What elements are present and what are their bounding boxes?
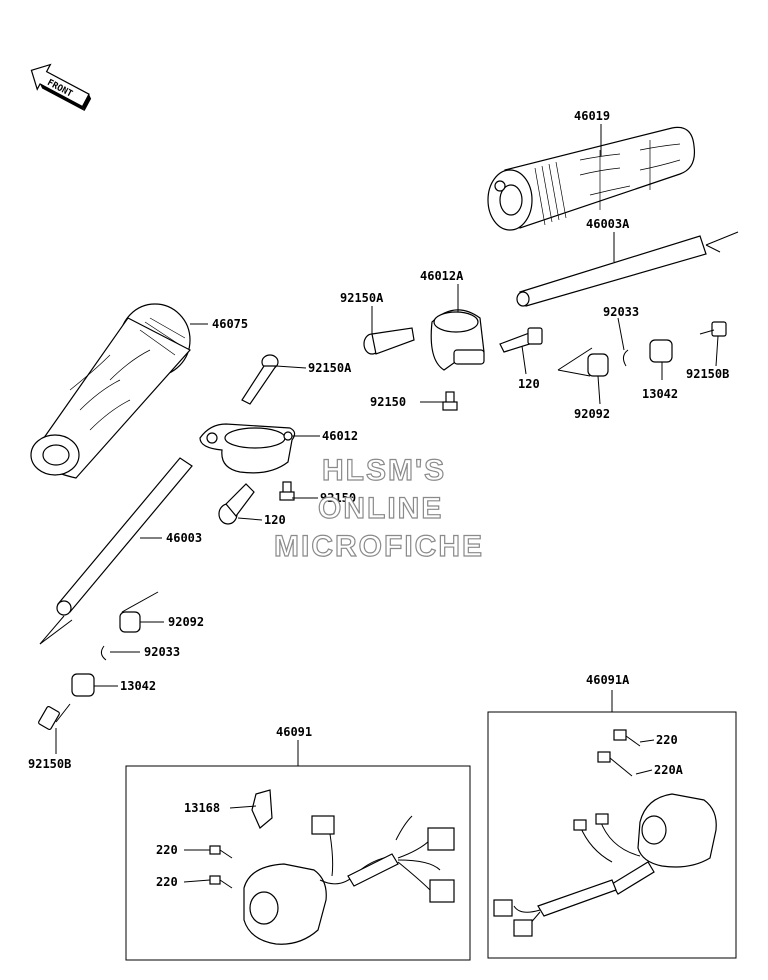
bar-46003 (39, 457, 193, 645)
bolt-120-left (218, 483, 255, 525)
front-arrow-icon: FRONT (30, 63, 92, 112)
label-92150A-top: 92150A (340, 291, 384, 305)
label-92150B-low: 92150B (28, 757, 71, 771)
screw-92150-left (279, 481, 295, 501)
label-46012A: 46012A (420, 269, 464, 283)
clamp-46012 (199, 423, 296, 474)
label-92033-low: 92033 (144, 645, 180, 659)
label-46012: 46012 (322, 429, 358, 443)
grip-46075 (30, 303, 191, 479)
watermark-line-1: HLSM'S (322, 454, 446, 487)
label-120-left: 120 (264, 513, 286, 527)
label-92150B-top: 92150B (686, 367, 729, 381)
label-46019: 46019 (574, 109, 610, 123)
label-46091: 46091 (276, 725, 312, 739)
label-13042-top: 13042 (642, 387, 678, 401)
watermark-line-3: MICROFICHE (274, 530, 484, 563)
label-46003: 46003 (166, 531, 202, 545)
bar-46003A (516, 231, 739, 307)
screw-92150-right (442, 391, 458, 411)
label-46075: 46075 (212, 317, 248, 331)
parts-right-weight (557, 321, 727, 377)
watermark-line-2: ONLINE (318, 492, 443, 525)
label-46003A: 46003A (586, 217, 630, 231)
clamp-46012A (430, 309, 485, 371)
label-92150A-mid: 92150A (308, 361, 352, 375)
switch-housing-46091 (243, 789, 455, 945)
label-13168: 13168 (184, 801, 220, 815)
watermark: HLSM'S ONLINE MICROFICHE (273, 453, 484, 563)
label-92092-low: 92092 (168, 615, 204, 629)
label-92092-top: 92092 (574, 407, 610, 421)
label-220-l2: 220 (156, 875, 178, 889)
screws-220-left (209, 845, 233, 889)
bolt-92150A-mid (241, 354, 279, 405)
screws-220-right (597, 729, 641, 777)
label-120-right: 120 (518, 377, 540, 391)
leader-lines (55, 124, 719, 883)
parts-left-weight (38, 591, 159, 731)
grip-46019 (487, 126, 696, 231)
label-220-l1: 220 (156, 843, 178, 857)
label-220A: 220A (654, 763, 684, 777)
bolt-120-right (499, 327, 543, 353)
switch-housing-46091A (493, 793, 717, 937)
label-92150-left: 92150 (320, 491, 356, 505)
bolt-92150A-top (363, 327, 415, 355)
label-220-r1: 220 (656, 733, 678, 747)
label-13042-low: 13042 (120, 679, 156, 693)
label-92033-top: 92033 (603, 305, 639, 319)
label-92150-right: 92150 (370, 395, 406, 409)
label-46091A: 46091A (586, 673, 630, 687)
